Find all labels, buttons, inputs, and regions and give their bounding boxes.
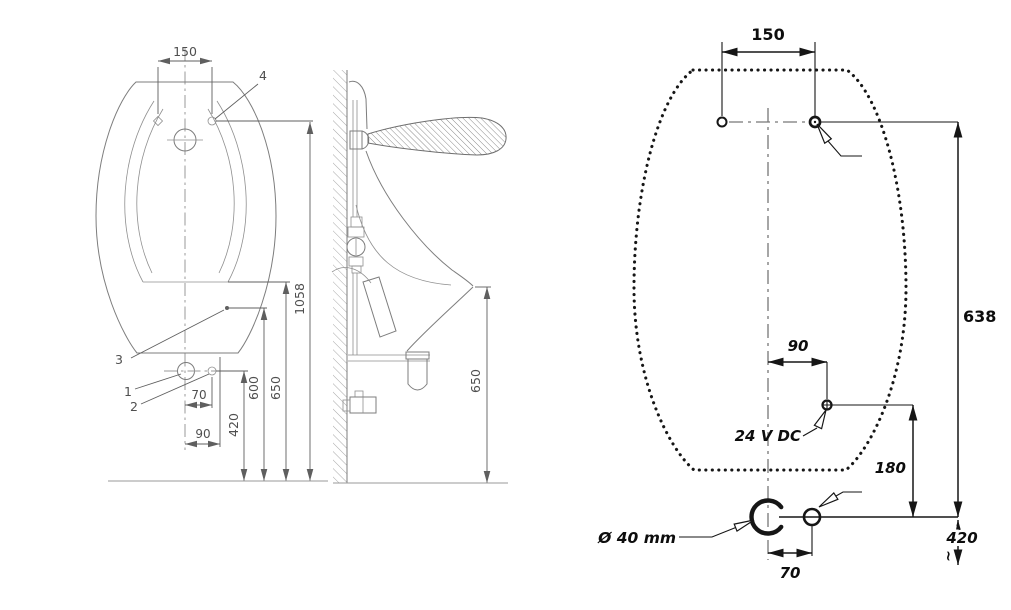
dim-70-label: 70 <box>191 388 206 402</box>
dim-150-extensions <box>157 67 213 114</box>
callout-2-leader <box>140 373 210 405</box>
power-leader <box>802 427 818 437</box>
dim-150-label: 150 <box>173 44 197 59</box>
power-label: 24 V DC <box>735 427 801 445</box>
c-dim-420-label: 420 <box>945 529 977 547</box>
fixing-hole-left <box>716 116 728 128</box>
callout-1: 1 <box>124 384 132 399</box>
c-dim-638-label: 638 <box>963 307 996 326</box>
sensor-reference-point <box>225 306 229 310</box>
mounting-hole-left <box>152 115 164 127</box>
side-dim-650-label: 650 <box>468 369 483 393</box>
dim-1058-label: 1058 <box>292 283 307 315</box>
connection-diagram: 150 638 90 24 V DC 180 Ø 40 mm <box>597 25 996 582</box>
outlet-connector <box>354 390 364 398</box>
urinal-dotted-outline <box>632 68 908 472</box>
dim-420-label: 420 <box>226 413 241 437</box>
trap-flange <box>405 351 430 360</box>
sensor-beam <box>367 116 507 156</box>
callout-3-leader <box>130 309 225 359</box>
drain-size-leader <box>679 526 738 538</box>
side-under-profile <box>406 286 474 352</box>
supply-leader-arrow <box>818 491 839 508</box>
siphon-trap <box>407 359 428 391</box>
valve-bottom-body <box>348 256 364 267</box>
callout-3: 3 <box>115 352 123 367</box>
power-point-cross <box>822 400 832 410</box>
drain-size-arrow <box>733 519 755 533</box>
rim-right-outer <box>216 100 247 283</box>
side-bowl-inner <box>355 204 452 286</box>
c-dim-150-extensions <box>721 42 816 116</box>
c-dim-70-label: 70 <box>780 564 801 582</box>
approx-symbol: ~ <box>940 550 956 562</box>
dim-90-label: 90 <box>195 427 210 441</box>
side-front-profile <box>365 150 474 287</box>
sensor-housing <box>349 130 363 150</box>
dim-600-label: 600 <box>246 376 261 400</box>
wall-hatch <box>333 70 347 483</box>
callout-4-leader <box>214 83 259 120</box>
side-top-edge <box>348 80 368 130</box>
solenoid-valve <box>346 237 366 257</box>
supply-pipe <box>352 100 358 355</box>
power-leader-arrow <box>813 409 827 430</box>
rim-right-inner <box>207 108 235 274</box>
outlet-flange <box>342 399 351 412</box>
hole-leader-arrow <box>816 123 833 145</box>
hole-leader <box>827 140 862 157</box>
mounting-rails <box>348 354 430 362</box>
waste-outlet-circle <box>749 498 784 536</box>
c-dim-180-label: 180 <box>875 459 906 477</box>
flush-pipe <box>362 276 397 338</box>
side-view-drawing: 650 <box>331 70 508 484</box>
valve-top-body <box>347 226 365 238</box>
fixing-hole-right-center <box>813 120 817 124</box>
callout-4: 4 <box>259 68 267 83</box>
valve-fitting <box>351 265 362 274</box>
callout-1-leader <box>134 373 182 390</box>
rim-left-outer <box>124 100 155 283</box>
urinal-front-outline <box>95 81 277 354</box>
front-view-drawing: 150 4 3 1 2 70 90 420 600 650 <box>95 44 328 482</box>
supply-leader <box>835 491 862 497</box>
valve-cap <box>350 216 363 228</box>
dim-650-label: 650 <box>268 376 283 400</box>
c-dim-150-label: 150 <box>751 25 784 44</box>
drain-size-label: Ø 40 mm <box>597 529 676 547</box>
callout-2: 2 <box>130 399 138 414</box>
rim-left-inner <box>136 108 164 274</box>
c-dim-90-label: 90 <box>788 337 809 355</box>
